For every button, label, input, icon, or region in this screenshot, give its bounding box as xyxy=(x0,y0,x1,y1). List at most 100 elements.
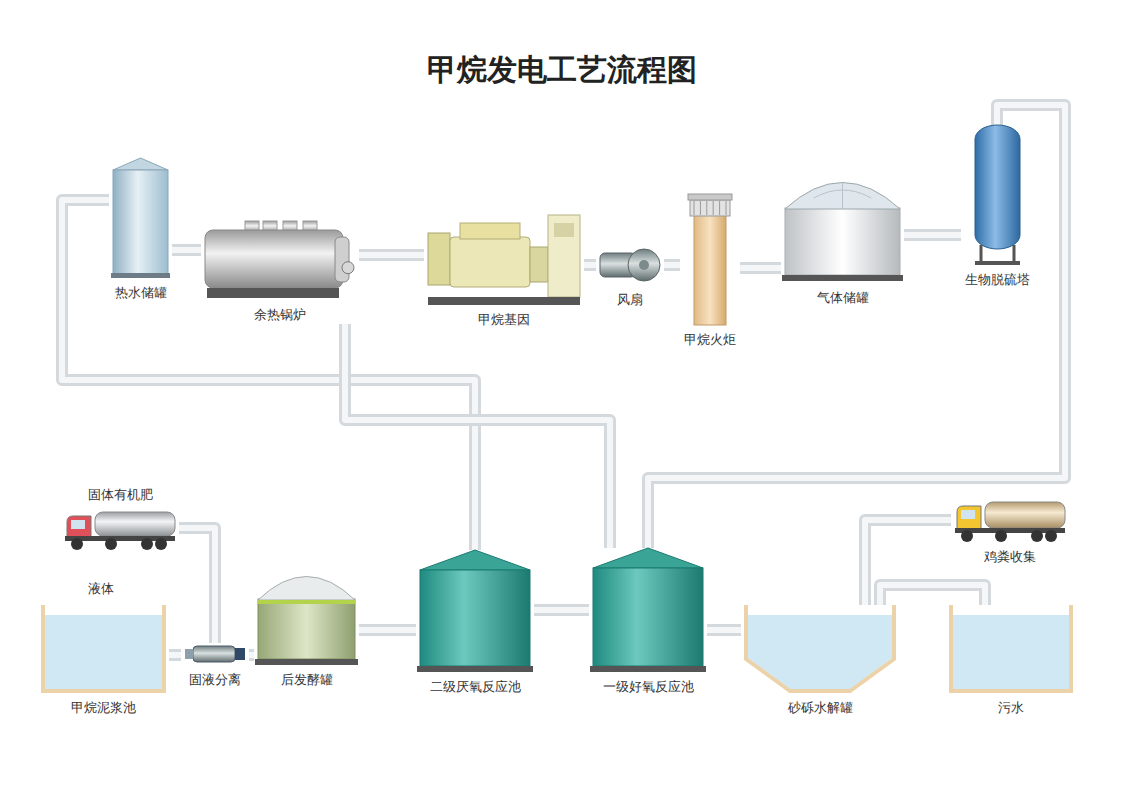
pipe-inner xyxy=(179,528,215,643)
pipe-outer xyxy=(584,259,596,271)
tank-body xyxy=(113,170,168,274)
holder-dome xyxy=(785,183,900,210)
truck-wheel xyxy=(995,530,1007,542)
pipe-connector xyxy=(880,585,985,605)
pipe-inner xyxy=(169,652,181,658)
pipe-outer xyxy=(740,262,781,274)
holder-dome-lines xyxy=(814,183,872,209)
equipment-label: 甲烷泥浆池 xyxy=(71,699,136,717)
equipment-node: 气体储罐 xyxy=(781,178,904,307)
pipe-inner xyxy=(534,607,589,613)
equipment-label: 固液分离 xyxy=(189,671,241,689)
truck-wheel xyxy=(155,538,167,550)
equipment-label: 热水储罐 xyxy=(115,284,167,302)
pool-wall xyxy=(43,605,164,691)
pipe-inner xyxy=(584,262,596,268)
tower-body xyxy=(975,125,1020,249)
pipe-inner xyxy=(345,324,610,548)
equipment-illustration xyxy=(745,605,895,693)
equipment-label: 一级好氧反应池 xyxy=(603,678,694,696)
flare-rib xyxy=(719,201,720,215)
truck-tank xyxy=(95,512,175,536)
equipment-node: 甲烷基因 xyxy=(424,215,584,329)
truck-wheel xyxy=(105,538,117,550)
pipe-connector xyxy=(359,255,424,256)
boiler-front xyxy=(335,237,349,282)
reactor-base xyxy=(590,666,706,672)
pipe-inner xyxy=(707,627,741,633)
boiler-port xyxy=(342,262,354,274)
equipment-illustration xyxy=(428,215,580,305)
pipe-inner xyxy=(359,252,424,258)
equipment-node: 固体有机肥 xyxy=(61,486,179,550)
stream-label: 液体 xyxy=(88,580,114,598)
pipe-connector xyxy=(359,630,416,631)
pipe-outer xyxy=(359,624,416,636)
pipe-connector xyxy=(664,265,680,266)
pool-wall xyxy=(951,605,1071,691)
equipment-node: 污水 xyxy=(946,605,1076,717)
pipe-connector xyxy=(179,528,215,643)
truck-cab xyxy=(67,516,91,538)
tower-legs xyxy=(981,245,1014,261)
pipe-outer xyxy=(664,259,680,271)
pipe-connector xyxy=(169,655,181,656)
equipment-illustration xyxy=(42,605,165,693)
pipe-inner xyxy=(648,105,1065,548)
pipe-outer xyxy=(179,528,215,643)
pipe-inner xyxy=(664,262,680,268)
basin-wall xyxy=(746,605,894,691)
flare-column xyxy=(694,214,726,325)
pipe-connector xyxy=(345,324,610,548)
equipment-node: 生物脱硫塔 xyxy=(961,125,1034,289)
equipment-label: 砂砾水解罐 xyxy=(788,699,853,717)
reactor-roof xyxy=(420,550,530,570)
equipment-node: 二级厌氧反应池 xyxy=(416,550,534,696)
equipment-node: 热水储罐 xyxy=(109,158,172,302)
holder-body xyxy=(785,208,900,275)
equipment-node: 甲烷火炬 xyxy=(680,190,740,349)
fan-hub xyxy=(639,260,649,270)
truck-wheel xyxy=(71,538,83,550)
pipe-outer xyxy=(359,249,424,261)
pipe-connector xyxy=(249,655,254,656)
equipment-illustration xyxy=(688,190,732,325)
equipment-label: 污水 xyxy=(998,699,1024,717)
truck-window xyxy=(71,520,85,529)
diagram-title: 甲烷发电工艺流程图 xyxy=(0,50,1123,91)
equipment-label: 气体储罐 xyxy=(817,289,869,307)
flare-rib xyxy=(700,201,701,215)
pipe-outer xyxy=(648,105,1065,548)
pipe-connector xyxy=(584,265,596,266)
equipment-illustration xyxy=(955,500,1065,542)
equipment-node: 风扇 xyxy=(596,245,664,309)
pipe-outer xyxy=(249,649,254,661)
equipment-label: 风扇 xyxy=(617,291,643,309)
genset-alternator xyxy=(530,247,548,282)
pipe-connector xyxy=(534,610,589,611)
dome-tank-body xyxy=(258,599,355,659)
pipe-inner xyxy=(904,232,961,238)
pipe-inner xyxy=(359,627,416,633)
pipe-outer xyxy=(172,244,201,256)
genset-radiator xyxy=(428,233,450,285)
pipe-connector xyxy=(648,105,1065,548)
pipe-connector xyxy=(172,250,201,251)
genset-engine xyxy=(450,237,530,287)
dome-tank-roof xyxy=(258,577,355,601)
separator-end xyxy=(185,649,193,659)
tank-base xyxy=(111,273,170,278)
pipe-inner xyxy=(249,652,254,658)
equipment-label: 鸡粪收集 xyxy=(984,548,1036,566)
equipment-illustration xyxy=(258,573,355,665)
pipe-outer xyxy=(169,649,181,661)
equipment-node: 固液分离 xyxy=(181,643,249,689)
equipment-illustration xyxy=(205,215,355,300)
truck-wheel xyxy=(1045,530,1057,542)
equipment-label: 甲烷基因 xyxy=(478,311,530,329)
flare-rib xyxy=(706,201,707,215)
pipe-connector xyxy=(707,630,741,631)
equipment-node: 一级好氧反应池 xyxy=(589,548,707,696)
equipment-illustration xyxy=(975,125,1020,265)
equipment-node: 余热锅炉 xyxy=(201,215,359,324)
